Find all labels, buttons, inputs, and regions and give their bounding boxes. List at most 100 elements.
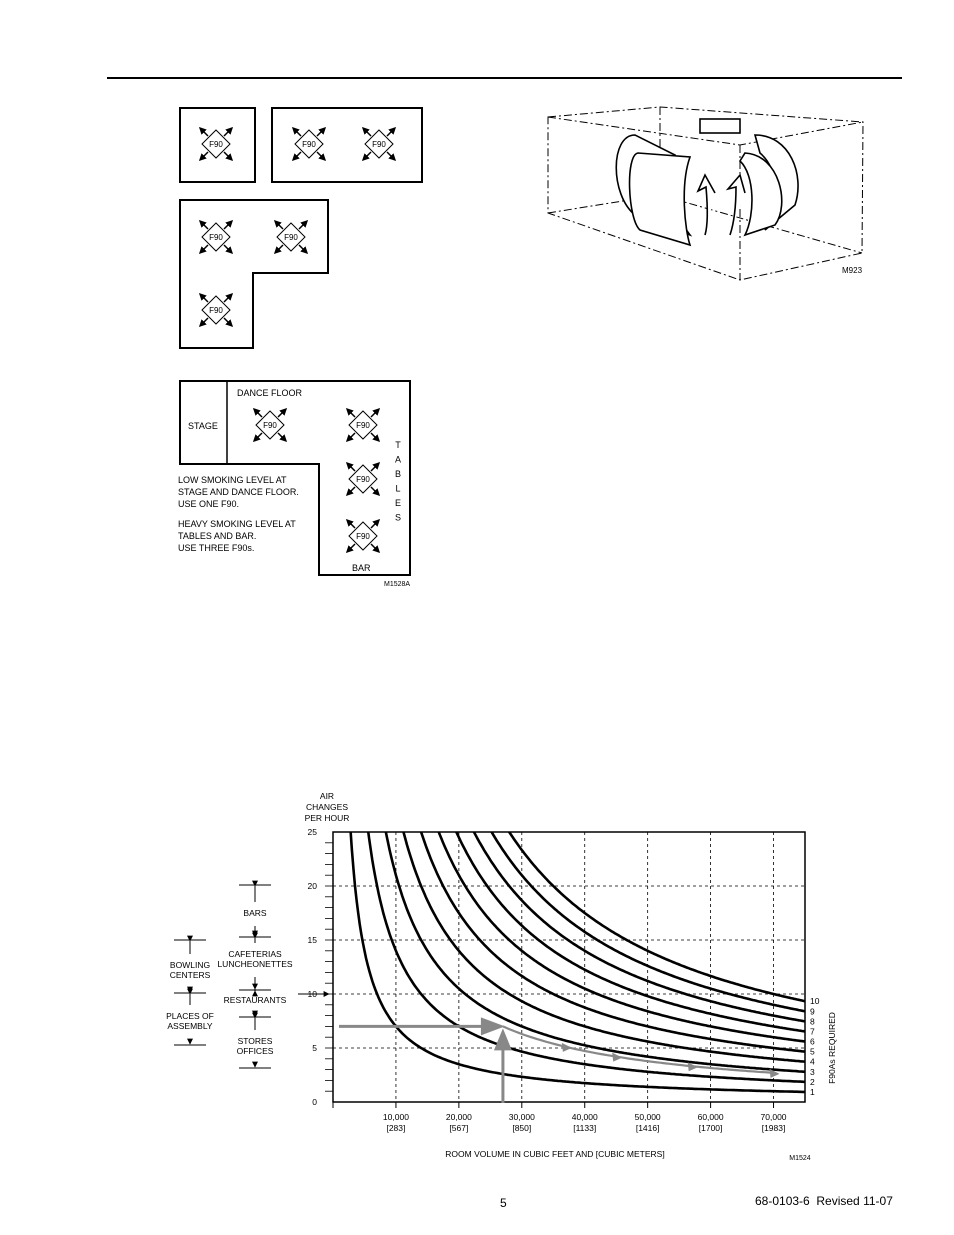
series-label: 9 [810,1006,815,1016]
x-tick-sublabel: [850] [512,1123,531,1133]
occupancy-label: RESTAURANTS [224,995,287,1005]
f90-unit-icon: F90 [291,126,327,162]
nightclub-outline [179,380,411,576]
f90-unit-icon: F90 [273,219,309,255]
f90-unit-label: F90 [263,421,277,430]
series-label: 3 [810,1067,815,1077]
series-label: 6 [810,1037,815,1047]
f90-unit-icon: F90 [252,407,288,443]
series-line-10 [507,832,805,1003]
tables-label: TABLES [395,440,401,523]
small-room [179,107,256,183]
x-tick-sublabel: [1983] [762,1123,786,1133]
airflow-diagram: M923 [547,106,864,281]
f90-unit-icon: F90 [198,292,234,328]
x-tick-label: 60,000 [698,1112,724,1122]
x-tick-sublabel: [1416] [636,1123,660,1133]
svg-text:USE THREE F90s.: USE THREE F90s. [178,543,254,553]
series-label: 1 [810,1087,815,1097]
f90-unit-icon: F90 [361,126,397,162]
y-axis-label: PER HOUR [305,813,350,823]
tables-letter: A [395,455,401,465]
series-line-3 [384,832,805,1074]
f90-unit-icon: F90 [345,407,381,443]
note-heavy-smoking: HEAVY SMOKING LEVEL AT TABLES AND BAR. U… [178,519,296,553]
series-label: 7 [810,1026,815,1036]
x-tick-sublabel: [283] [386,1123,405,1133]
right-axis-label: F90As REQUIRED [827,1012,837,1084]
svg-text:USE ONE F90.: USE ONE F90. [178,499,239,509]
series-label: 8 [810,1016,815,1026]
dance-floor-label: DANCE FLOOR [237,388,303,398]
y-tick-label: 20 [308,881,318,891]
y-tick-label: 15 [308,935,318,945]
occupancy-label: LUNCHEONETTES [217,959,292,969]
x-tick-label: 40,000 [572,1112,598,1122]
series-line-4 [402,832,805,1063]
f90-unit-label: F90 [372,140,386,149]
series-line-5 [419,832,805,1053]
tables-letter: T [395,440,401,450]
f90-unit-label: F90 [356,475,370,484]
f90-unit-label: F90 [302,140,316,149]
series-label: 10 [810,996,820,1006]
rectangular-room [271,107,423,183]
series-line-1 [349,832,805,1094]
y-axis-label: CHANGES [306,802,348,812]
tables-letter: S [395,513,401,523]
note-low-smoking: LOW SMOKING LEVEL AT STAGE AND DANCE FLO… [178,475,299,509]
example-guide-arrowhead [769,1068,780,1078]
air-changes-chart: 10,000[283]20,000[567]30,000[850]40,000[… [166,791,837,1162]
occupancy-label: CENTERS [170,970,211,980]
series-label: 4 [810,1057,815,1067]
occupancy-label: BARS [243,908,266,918]
y-tick-label: 25 [308,827,318,837]
occupancy-label: STORES [238,1036,273,1046]
top-rule [107,77,902,79]
f90-unit-icon: F90 [345,461,381,497]
occupancy-range: RESTAURANTS [224,989,287,1018]
occupancy-label: OFFICES [237,1046,274,1056]
occupancy-label: PLACES OF [166,1011,214,1021]
stage-label: STAGE [188,421,218,431]
occupancy-label: CAFETERIAS [228,949,282,959]
y-tick-label: 5 [312,1043,317,1053]
svg-text:LOW SMOKING LEVEL AT: LOW SMOKING LEVEL AT [178,475,287,485]
series-line-8 [472,832,805,1023]
series-line-9 [490,832,805,1013]
x-tick-sublabel: [567] [449,1123,468,1133]
f90-unit-icon: F90 [198,126,234,162]
series-label: 2 [810,1077,815,1087]
l-shaped-room [179,199,329,349]
occupancy-label: BOWLING [170,960,210,970]
example-guide-arrowhead [612,1052,623,1062]
example-guide-arrowhead [561,1042,572,1052]
x-tick-label: 70,000 [761,1112,787,1122]
svg-text:STAGE AND DANCE FLOOR.: STAGE AND DANCE FLOOR. [178,487,299,497]
series-line-2 [366,832,805,1084]
x-tick-label: 50,000 [635,1112,661,1122]
tables-letter: E [395,498,401,508]
example-arrowhead-up [493,1028,512,1051]
f90-unit-icon: F90 [198,219,234,255]
example-guide-arrowhead [687,1062,698,1072]
page-number: 5 [500,1196,507,1210]
series-line-6 [437,832,805,1043]
svg-text:HEAVY SMOKING LEVEL AT: HEAVY SMOKING LEVEL AT [178,519,296,529]
nightclub-layout: STAGE DANCE FLOOR TABLES BAR LOW SMOKING… [178,380,411,588]
x-tick-label: 30,000 [509,1112,535,1122]
f90-unit-label: F90 [356,421,370,430]
x-tick-sublabel: [1700] [699,1123,723,1133]
example-guide-curve [502,1025,774,1074]
x-tick-label: 20,000 [446,1112,472,1122]
airflow-figure-code: M923 [842,266,863,275]
f90-unit-icon: F90 [345,518,381,554]
f90-unit-label: F90 [284,233,298,242]
y-tick-label: 0 [312,1097,317,1107]
